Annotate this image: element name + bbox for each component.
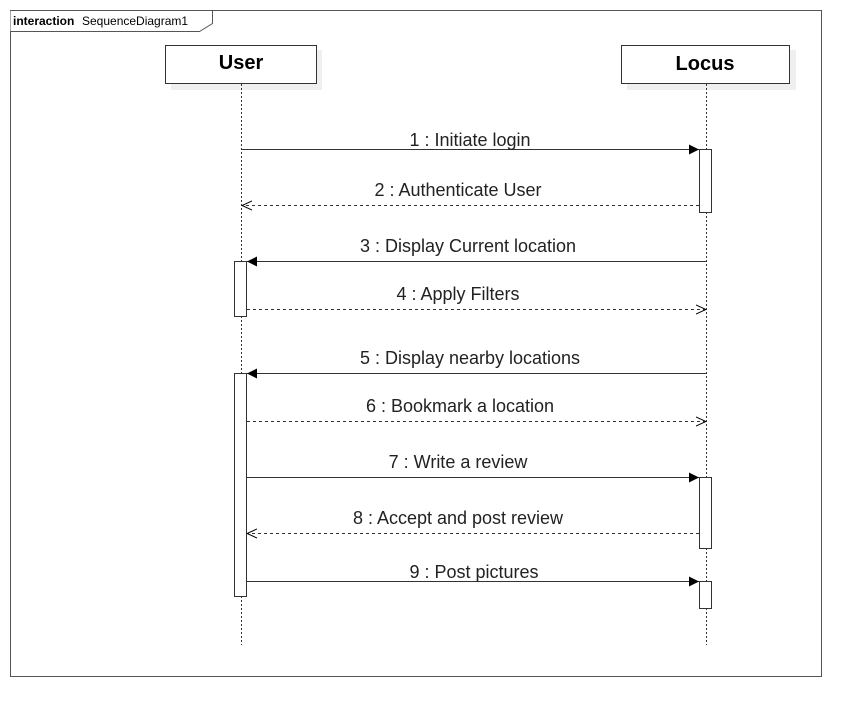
message-5: 5 : Display nearby locations [247, 348, 706, 379]
activation-locus-2 [699, 477, 712, 549]
message-7: 7 : Write a review [247, 452, 699, 483]
lifeline-user-head [165, 45, 317, 84]
activation-user-2 [234, 373, 247, 597]
interaction-frame [10, 10, 822, 677]
message-1: 1 : Initiate login [242, 130, 699, 155]
activation-user-1 [234, 261, 247, 317]
lifeline-user-title: User [219, 52, 264, 74]
lifeline-locus-title: Locus [676, 53, 735, 75]
message-label: 3 : Display Current location [360, 236, 576, 256]
message-4: 4 : Apply Filters [247, 284, 706, 310]
message-8: 8 : Accept and post review [247, 508, 699, 534]
message-3: 3 : Display Current location [247, 236, 706, 267]
message-6: 6 : Bookmark a location [247, 396, 706, 422]
message-label: 9 : Post pictures [409, 562, 538, 582]
lifeline-locus-head [621, 45, 790, 84]
message-2: 2 : Authenticate User [242, 180, 699, 206]
message-label: 1 : Initiate login [409, 130, 530, 150]
frame-name: SequenceDiagram1 [82, 14, 188, 28]
message-label: 8 : Accept and post review [353, 508, 564, 528]
activation-locus-3 [699, 581, 712, 609]
message-9: 9 : Post pictures [247, 562, 699, 587]
message-label: 7 : Write a review [389, 452, 529, 472]
frame-tab [10, 10, 213, 32]
message-label: 4 : Apply Filters [396, 284, 519, 304]
frame-keyword: interaction [13, 14, 74, 28]
message-label: 5 : Display nearby locations [360, 348, 580, 368]
lifeline-locus: Locus [621, 45, 796, 645]
lifeline-user: User [165, 45, 322, 645]
message-label: 2 : Authenticate User [374, 180, 541, 200]
message-label: 6 : Bookmark a location [366, 396, 554, 416]
activation-locus-1 [699, 149, 712, 213]
